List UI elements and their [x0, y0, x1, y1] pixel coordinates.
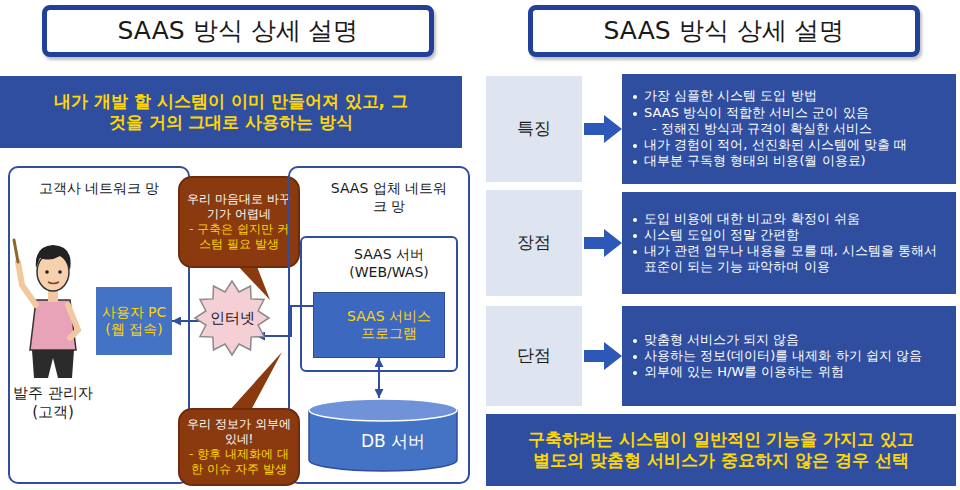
node-text: - 구축은 쉽지만 커스텀 필요 발생: [186, 222, 292, 252]
bullet-item: 대부분 구독형 형태의 비용(월 이용료): [630, 153, 946, 169]
summary-banner: 내가 개발 할 시스템이 이미 만들어져 있고, 그것을 거의 그대로 사용하는…: [0, 76, 462, 148]
bullet-item: - 정해진 방식과 규격이 확실한 서비스: [630, 121, 946, 137]
node-text: 장점: [517, 232, 551, 253]
network-zone: SAAS 서비스 프로그램 SAAS 서버 (WEB/WAS) DB 서버 SAAS …: [288, 166, 470, 484]
person-label: 발주 관리자 (고객): [6, 384, 100, 422]
node-text: 우리 마음대로 바꾸기가 어렵네: [186, 192, 292, 222]
node-text: 사용자 PC (웹 접속): [99, 304, 169, 339]
block-arrow: [584, 350, 608, 362]
node-text: 우리 정보가 외부에 있네!: [186, 417, 292, 447]
row-label: 장점: [486, 190, 582, 296]
node-text: DB 서버: [361, 431, 425, 452]
block-arrow: [584, 123, 608, 135]
bullet-item: 도입 비용에 대한 비교와 확정이 쉬움: [630, 211, 946, 227]
bullet-item: 내가 경험이 적어, 선진화된 시스템에 맞출 때: [630, 137, 946, 153]
node-text: 인터넷: [210, 309, 255, 328]
network-link: [172, 320, 199, 322]
callout-bubble: 우리 마음대로 바꾸기가 어렵네- 구축은 쉽지만 커스텀 필요 발생: [178, 176, 300, 268]
node-text: 구축하려는 시스템이 일반적인 기능을 가지고 있고 별도의 맞춤형 서비스가 …: [521, 429, 921, 472]
node-text: SAAS 방식 상세 설명: [604, 15, 845, 46]
bullet-list: 가장 심플한 시스템 도입 방법SAAS 방식이 적합한 서비스 군이 있음- …: [622, 74, 956, 184]
network-zone: 사용자 PC (웹 접속) 고객사 네트워크 망: [8, 166, 190, 484]
database-cylinder: DB 서버: [308, 398, 458, 472]
network-link: [378, 358, 380, 398]
bullet-list: 맞춤형 서비스가 되지 않음사용하는 정보(데이터)를 내제화 하기 쉽지 않음…: [622, 306, 956, 406]
pc-box: 사용자 PC (웹 접속): [96, 287, 172, 355]
node-text: SAAS 서비스 프로그램: [338, 308, 440, 343]
row-label: 단점: [486, 306, 582, 406]
bullet-list: 도입 비용에 대한 비교와 확정이 쉬움시스템 도입이 정말 간편함내가 관련 …: [622, 192, 956, 294]
node-text: SAAS 업체 네트워크 망: [329, 180, 449, 215]
internet-burst: 인터넷: [194, 280, 270, 356]
title-box: SAAS 방식 상세 설명: [42, 5, 434, 57]
node-text: 고객사 네트워크 망: [39, 180, 160, 198]
bullet-item: 맞춤형 서비스가 되지 않음: [630, 332, 946, 348]
callout-tail: [228, 352, 282, 412]
callout-bubble: 우리 정보가 외부에 있네!- 향후 내제화에 대한 이슈 자주 발생: [178, 408, 300, 486]
node-text: - 향후 내제화에 대한 이슈 자주 발생: [186, 447, 292, 477]
bullet-item: 내가 관련 업무나 내용을 모를 때, 시스템을 통해서 표준이 되는 기능 파…: [630, 243, 946, 276]
block-arrow: [584, 237, 608, 249]
program-box: SAAS 서비스 프로그램: [313, 292, 445, 358]
bullet-item: 외부에 있는 H/W를 이용하는 위험: [630, 364, 946, 380]
node-text: 내가 개발 할 시스템이 이미 만들어져 있고, 그것을 거의 그대로 사용하는…: [51, 91, 411, 134]
conclusion-banner: 구축하려는 시스템이 일반적인 기능을 가지고 있고 별도의 맞춤형 서비스가 …: [486, 414, 956, 486]
node-text: SAAS 서버 (WEB/WAS): [329, 246, 449, 281]
bullet-item: 가장 심플한 시스템 도입 방법: [630, 88, 946, 104]
node-text: 단점: [517, 345, 551, 366]
bullet-item: SAAS 방식이 적합한 서비스 군이 있음: [630, 105, 946, 121]
node-text: SAAS 방식 상세 설명: [118, 15, 359, 46]
person-figure: [14, 240, 78, 378]
node-text: 특징: [517, 118, 551, 139]
bullet-item: 사용하는 정보(데이터)를 내제화 하기 쉽지 않음: [630, 348, 946, 364]
row-label: 특징: [486, 76, 582, 182]
title-box: SAAS 방식 상세 설명: [528, 5, 920, 57]
bullet-item: 시스템 도입이 정말 간편함: [630, 227, 946, 243]
server-box: SAAS 서비스 프로그램 SAAS 서버 (WEB/WAS): [300, 236, 458, 372]
